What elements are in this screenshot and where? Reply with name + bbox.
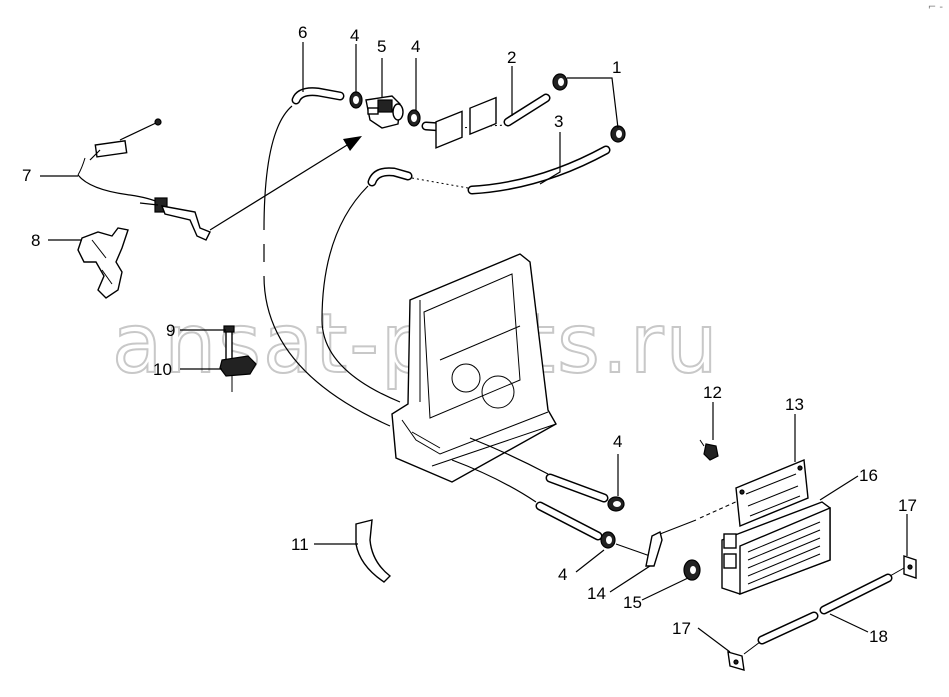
callout-2: 2: [507, 48, 516, 67]
callout-10: 10: [153, 360, 172, 379]
hose-lower-upper: [469, 437, 609, 503]
callout-9: 9: [166, 321, 175, 340]
part-4-clamp-lower-lower: [600, 531, 651, 557]
heater-housing: [391, 96, 557, 483]
callout-4-top-right: 4: [411, 37, 420, 56]
part-17-bracket-right: [903, 555, 917, 579]
callout-1: 1: [612, 58, 621, 77]
callout-16: 16: [859, 466, 878, 485]
part-17-bracket-left: [727, 651, 745, 671]
leader-lines: [40, 42, 908, 653]
callout-7: 7: [22, 166, 31, 185]
callout-12: 12: [703, 383, 722, 402]
callout-labels: 1 2 3 4 5 4 6 7 8 9 10 11 4 4 12 13 14 1…: [22, 23, 917, 646]
callout-18: 18: [869, 627, 888, 646]
callout-17-right: 17: [898, 496, 917, 515]
part-11-curved-bracket: [355, 519, 392, 583]
part-2-hose: [503, 93, 551, 127]
part-4-clamp-top-left: [349, 91, 363, 109]
callout-4-top-left: 4: [350, 26, 359, 45]
part-9-screw: [223, 325, 235, 361]
callout-8: 8: [31, 231, 40, 250]
pipe-right: [321, 185, 401, 403]
part-6-hose-elbow: [291, 87, 345, 105]
part-4-clamp-lower-upper: [607, 496, 625, 512]
callout-17-left: 17: [672, 619, 691, 638]
part-12-clip: [699, 439, 719, 461]
pipe-left: [263, 105, 391, 427]
callout-4-lower-lower: 4: [558, 565, 567, 584]
callout-6: 6: [298, 23, 307, 42]
hose-lower-lower: [451, 459, 603, 541]
part-4-clamp-top-right: [407, 109, 421, 127]
callout-13: 13: [785, 395, 804, 414]
direction-arrow: [209, 136, 362, 231]
callout-4-lower-upper: 4: [613, 432, 622, 451]
part-13-gasket: [735, 458, 809, 528]
part-1-grommet-upper: [552, 73, 568, 91]
part-18-rod: [743, 567, 905, 655]
part-14-rod: [645, 499, 741, 567]
part-8-bracket: [77, 227, 129, 299]
part-5-valve: [365, 95, 404, 129]
part-7-control-cable: [77, 118, 211, 241]
part-3-hose: [367, 145, 611, 195]
callout-11: 11: [291, 535, 309, 554]
callout-5: 5: [377, 37, 386, 56]
part-10-clip: [219, 355, 257, 392]
part-1-grommet-lower: [610, 125, 626, 143]
callout-14: 14: [587, 584, 606, 603]
part-15-grommet: [683, 559, 701, 581]
part-16-heater-core: [721, 501, 831, 596]
corner-mark: ⌐ -: [927, 2, 943, 13]
callout-3: 3: [554, 112, 563, 131]
callout-15: 15: [623, 593, 642, 612]
